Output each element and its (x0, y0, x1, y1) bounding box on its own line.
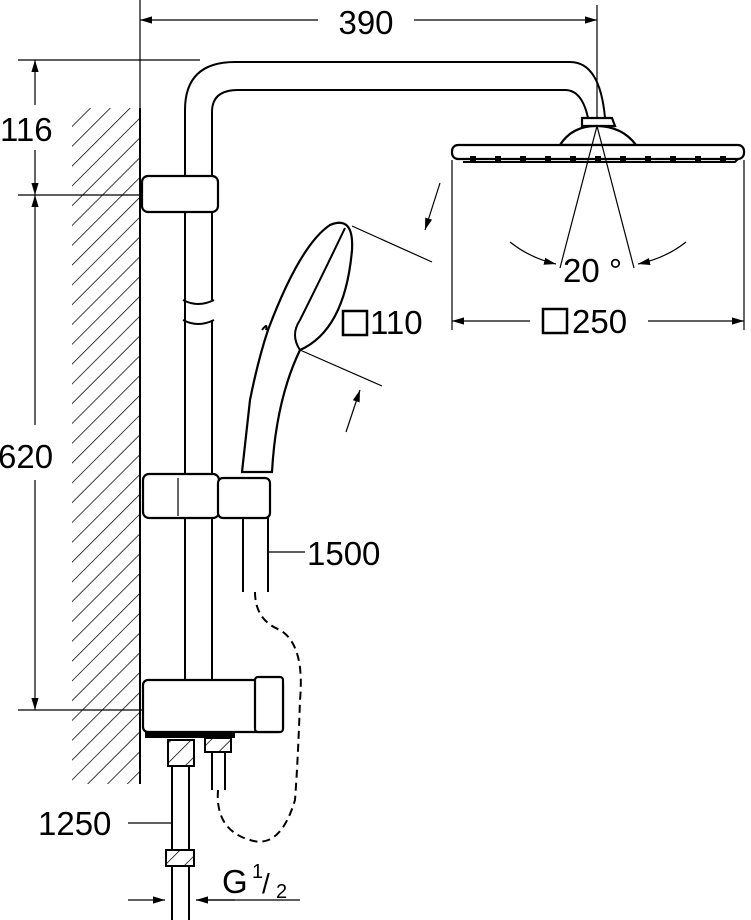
head-shower: 20 ° (450, 116, 746, 330)
thread-size-denominator: 2 (276, 881, 287, 903)
dimension-label-116: 116 (0, 111, 53, 148)
connection-hose: 1250 G 1 / 2 (38, 766, 300, 920)
square-size-icon (341, 309, 369, 337)
thread-size-numerator: 1 (252, 861, 263, 883)
dimension-label-620: 620 (0, 438, 53, 475)
hand-shower: 110 (240, 182, 441, 474)
dimension-height: 116 620 (0, 59, 200, 711)
hose-length-1500: 1500 (307, 535, 380, 572)
hose-length-1250: 1250 (38, 805, 111, 842)
dimension-label-250: 250 (572, 303, 627, 340)
outlet-nut (204, 737, 232, 753)
dimension-label-110: 110 (370, 304, 423, 341)
thread-fraction-slash: / (262, 868, 270, 899)
dimension-arm-length: 390 (140, 4, 598, 118)
wall (72, 0, 141, 784)
dimension-label-390: 390 (338, 4, 393, 41)
rail-bracket-top (140, 174, 220, 214)
shower-hose: 1500 (216, 518, 380, 843)
square-size-icon (541, 307, 569, 335)
hand-shower-holder (141, 472, 272, 520)
tilt-angle-label: 20 ° (563, 252, 622, 289)
dimension-head-size: 250 (452, 303, 744, 340)
mixer-body (141, 675, 285, 790)
inlet-nut (167, 739, 195, 767)
thread-size-g: G (222, 863, 248, 900)
